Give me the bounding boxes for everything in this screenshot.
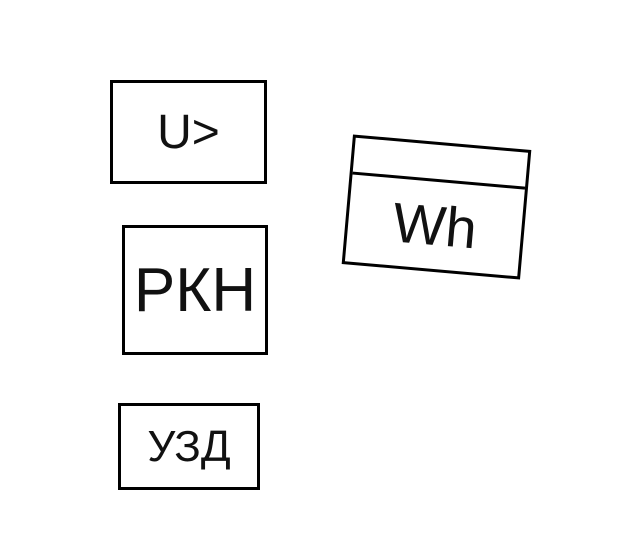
overvoltage-relay-symbol: U> — [110, 80, 267, 184]
uzd-label: УЗД — [147, 421, 231, 471]
overvoltage-relay-label: U> — [157, 105, 220, 159]
uzd-symbol: УЗД — [118, 403, 260, 490]
energy-meter-symbol: Wh — [341, 134, 532, 280]
rkn-symbol: РКН — [122, 225, 268, 355]
energy-meter-label: Wh — [390, 190, 480, 261]
rkn-label: РКН — [133, 255, 257, 325]
